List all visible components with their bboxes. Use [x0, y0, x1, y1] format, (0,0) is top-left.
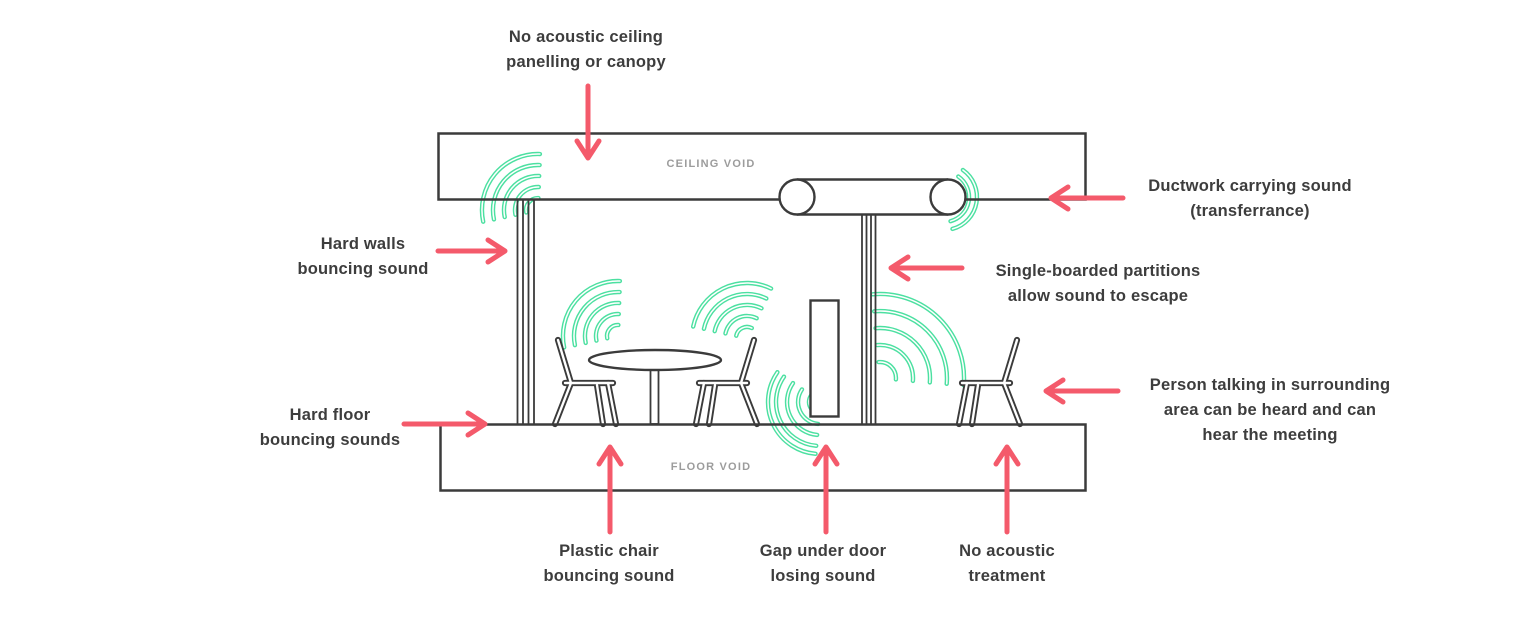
arrow-person — [1043, 377, 1121, 405]
arrow-gap-door — [812, 444, 840, 535]
label-line: Hard floor — [289, 406, 371, 424]
label-ductwork: Ductwork carrying sound (transferrance) — [1148, 174, 1352, 224]
label-line: losing sound — [770, 567, 876, 585]
table-top — [587, 348, 723, 372]
label-line: area can be heard and can — [1163, 401, 1377, 419]
floor-void-box — [439, 423, 1087, 492]
label-line: Gap under door — [759, 542, 887, 560]
label-line: bouncing sounds — [259, 431, 401, 449]
arrow-hard-floor — [401, 410, 488, 438]
label-line: hear the meeting — [1202, 426, 1338, 444]
table-pedestal — [649, 365, 660, 425]
furniture-layer — [551, 299, 1024, 428]
annotation-arrows — [401, 83, 1126, 535]
label-line: (transferrance) — [1190, 202, 1310, 220]
label-line: bouncing sound — [543, 567, 675, 585]
arrow-ductwork — [1048, 184, 1126, 212]
label-line: panelling or canopy — [506, 53, 666, 71]
arrow-plastic-chair — [596, 444, 624, 535]
partition-wall — [861, 210, 877, 425]
duct — [778, 178, 967, 216]
ceiling-void-label: CEILING VOID — [666, 158, 756, 170]
label-line: Person talking in surrounding — [1149, 376, 1391, 394]
label-line: Ductwork carrying sound — [1148, 177, 1352, 195]
door — [809, 299, 840, 418]
sound-wave-wall-top-icon — [479, 151, 543, 224]
arrow-partitions — [888, 254, 965, 282]
label-no-acoustic-ceiling: No acoustic ceiling panelling or canopy — [506, 25, 666, 75]
label-line: No acoustic — [959, 542, 1055, 560]
label-line: treatment — [968, 567, 1046, 585]
sound-wave-partition-icon — [870, 291, 967, 388]
sound-waves-layer — [479, 151, 980, 456]
chair-middle — [692, 336, 761, 428]
room-structure — [437, 132, 1087, 492]
label-line: bouncing sound — [297, 260, 429, 278]
arrow-no-acoustic-ceiling — [574, 83, 602, 161]
chair-left — [551, 336, 620, 428]
label-line: Hard walls — [320, 235, 406, 253]
chair-outside — [955, 336, 1024, 428]
sound-wave-table-right-icon — [690, 280, 774, 338]
label-partitions: Single-boarded partitions allow sound to… — [996, 259, 1201, 309]
sound-wave-table-left-icon — [560, 278, 623, 350]
arrow-no-treatment — [993, 444, 1021, 535]
floor-void-label: FLOOR VOID — [670, 461, 752, 473]
label-gap-door: Gap under door losing sound — [760, 539, 887, 589]
label-no-treatment: No acoustic treatment — [959, 539, 1055, 589]
left-wall — [516, 199, 535, 425]
label-hard-walls: Hard walls bouncing sound — [297, 232, 428, 282]
label-line: Single-boarded partitions — [995, 262, 1201, 280]
label-person: Person talking in surrounding area can b… — [1150, 373, 1390, 448]
ceiling-void-box — [437, 132, 1087, 201]
label-line: allow sound to escape — [1007, 287, 1189, 305]
label-line: Plastic chair — [559, 542, 659, 560]
label-hard-floor: Hard floor bouncing sounds — [260, 403, 401, 453]
label-line: No acoustic ceiling — [508, 28, 664, 46]
arrow-hard-walls — [435, 237, 508, 265]
label-plastic-chair: Plastic chair bouncing sound — [543, 539, 674, 589]
